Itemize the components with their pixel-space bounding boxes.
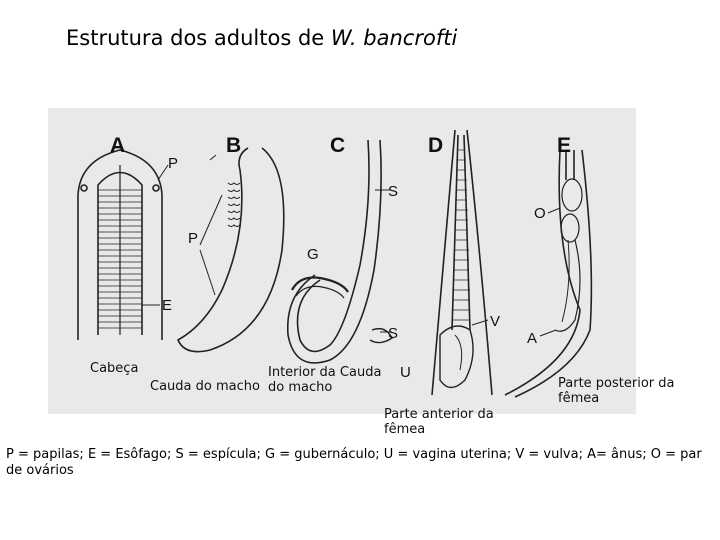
panel-letter-b: B <box>226 134 241 157</box>
part-label-e-a: E <box>162 297 172 314</box>
drawing-e-female-posterior <box>504 149 593 398</box>
part-label-p-b: P <box>188 230 198 247</box>
part-label-s-top: S <box>388 183 398 200</box>
caption-d: Parte anterior da fêmea <box>384 407 494 437</box>
drawing-a-head <box>77 149 169 340</box>
caption-a: Cabeça <box>90 361 139 376</box>
panel-letter-e: E <box>557 134 571 157</box>
part-label-g: G <box>307 246 319 263</box>
part-label-v: V <box>490 313 500 330</box>
part-label-p-a: P <box>168 155 178 172</box>
caption-c: Interior da Cauda do macho <box>268 365 382 395</box>
panel-letter-d: D <box>428 134 443 157</box>
part-label-o: O <box>534 205 546 222</box>
title-species: W. bancrofti <box>330 26 458 50</box>
page-title: Estrutura dos adultos de W. bancrofti <box>66 26 457 50</box>
part-label-a: A <box>527 330 537 347</box>
title-text: Estrutura dos adultos de <box>66 26 331 50</box>
caption-e: Parte posterior da fêmea <box>558 376 675 406</box>
drawing-c-tail-interior <box>286 139 393 364</box>
drawing-d-female-anterior <box>431 129 493 396</box>
drawing-b-male-tail <box>176 147 285 353</box>
figure-panel <box>48 108 636 414</box>
part-label-s-bottom: S <box>388 325 398 342</box>
part-label-u: U <box>400 364 411 381</box>
caption-b: Cauda do macho <box>150 379 260 394</box>
figure-legend: P = papilas; E = Esôfago; S = espícula; … <box>6 447 702 478</box>
panel-letter-c: C <box>330 134 345 157</box>
panel-letter-a: A <box>110 134 125 157</box>
